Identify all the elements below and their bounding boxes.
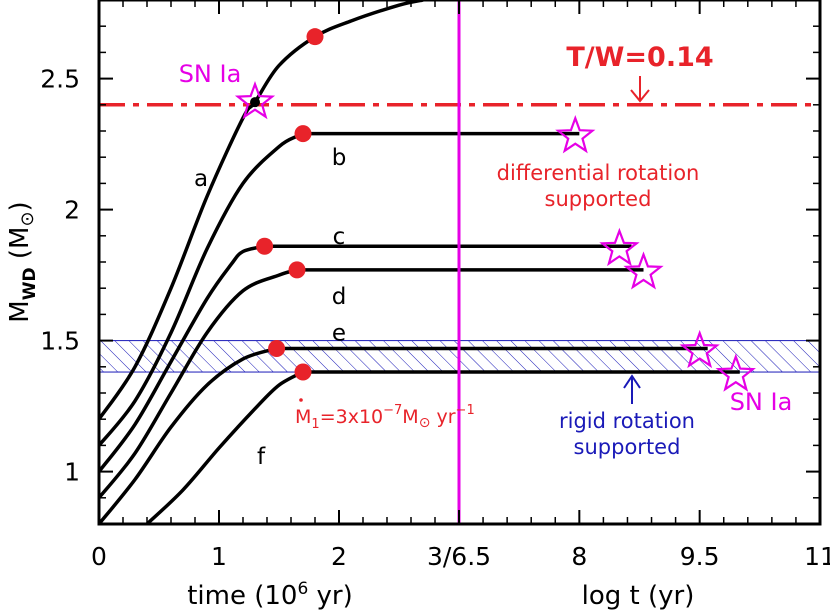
series-label-f: f bbox=[257, 444, 266, 470]
series-dot-e bbox=[268, 339, 286, 357]
x-tick-label: 8 bbox=[571, 542, 587, 571]
x-tick-label: 3/6.5 bbox=[427, 542, 491, 571]
series-curve-d bbox=[99, 268, 298, 499]
series-dot-f bbox=[294, 363, 312, 381]
series-star-b bbox=[555, 115, 596, 154]
rigid-arrow bbox=[623, 374, 641, 404]
series-curve-e bbox=[99, 346, 278, 524]
markers-group bbox=[234, 28, 756, 392]
series-star-a bbox=[234, 81, 276, 120]
series-star-c bbox=[599, 227, 640, 267]
sn-ia-bottom-label: SN Ia bbox=[730, 388, 793, 416]
series-star-d bbox=[623, 251, 664, 290]
series-label-c: c bbox=[333, 224, 346, 250]
y-axis-label: MWD (M⊙) bbox=[5, 201, 40, 322]
tw-arrow bbox=[630, 76, 650, 103]
series-dot-c bbox=[256, 237, 274, 255]
x-tick-label: 0 bbox=[91, 542, 107, 571]
series-labels-group: a b c de f bbox=[194, 145, 346, 470]
x-tick-label: 11 bbox=[804, 542, 830, 571]
ticks-group bbox=[98, 0, 821, 524]
svg-text:M1=3x10−7M⊙ yr−1: M1=3x10−7M⊙ yr−1 bbox=[295, 403, 475, 432]
series-dot-b bbox=[294, 125, 312, 143]
y-tick-label: 1.5 bbox=[40, 327, 80, 356]
series-curve-f bbox=[145, 370, 304, 524]
series-curve-b bbox=[99, 132, 304, 447]
series-star-e bbox=[679, 329, 720, 369]
series-star-center-a bbox=[250, 97, 260, 108]
tw-label: T/W=0.14 bbox=[566, 42, 713, 73]
differential-rotation-line2: supported bbox=[545, 187, 652, 211]
x-axis-label-right: log t (yr) bbox=[582, 581, 695, 611]
series-label-b: b bbox=[332, 145, 347, 171]
x-tick-label: 9.5 bbox=[680, 542, 720, 571]
series-group bbox=[99, 0, 740, 524]
series-star-f bbox=[715, 353, 756, 392]
mdot-annotation: M1=3x10−7M⊙ yr−1 bbox=[295, 398, 475, 432]
series-label-d: d bbox=[332, 284, 347, 310]
series-curve-c bbox=[99, 244, 266, 473]
y-tick-label: 2 bbox=[64, 196, 80, 225]
rigid-rotation-line2: supported bbox=[574, 435, 681, 459]
series-curve-a bbox=[99, 0, 424, 421]
differential-rotation-line1: differential rotation bbox=[497, 161, 700, 185]
x-tick-label: 2 bbox=[331, 542, 347, 571]
y-tick-label: 1 bbox=[64, 458, 80, 487]
y-tick-label: 2.5 bbox=[40, 65, 80, 94]
rigid-rotation-line1: rigid rotation bbox=[559, 409, 695, 433]
series-dot-d bbox=[288, 261, 306, 279]
series-dot-a bbox=[306, 28, 324, 46]
sn-ia-top-label: SN Ia bbox=[179, 60, 242, 88]
series-label-e: e bbox=[332, 321, 346, 347]
x-tick-label: 1 bbox=[211, 542, 227, 571]
x-axis-label-left: time (106 yr) bbox=[187, 579, 353, 611]
series-label-a: a bbox=[194, 166, 208, 192]
